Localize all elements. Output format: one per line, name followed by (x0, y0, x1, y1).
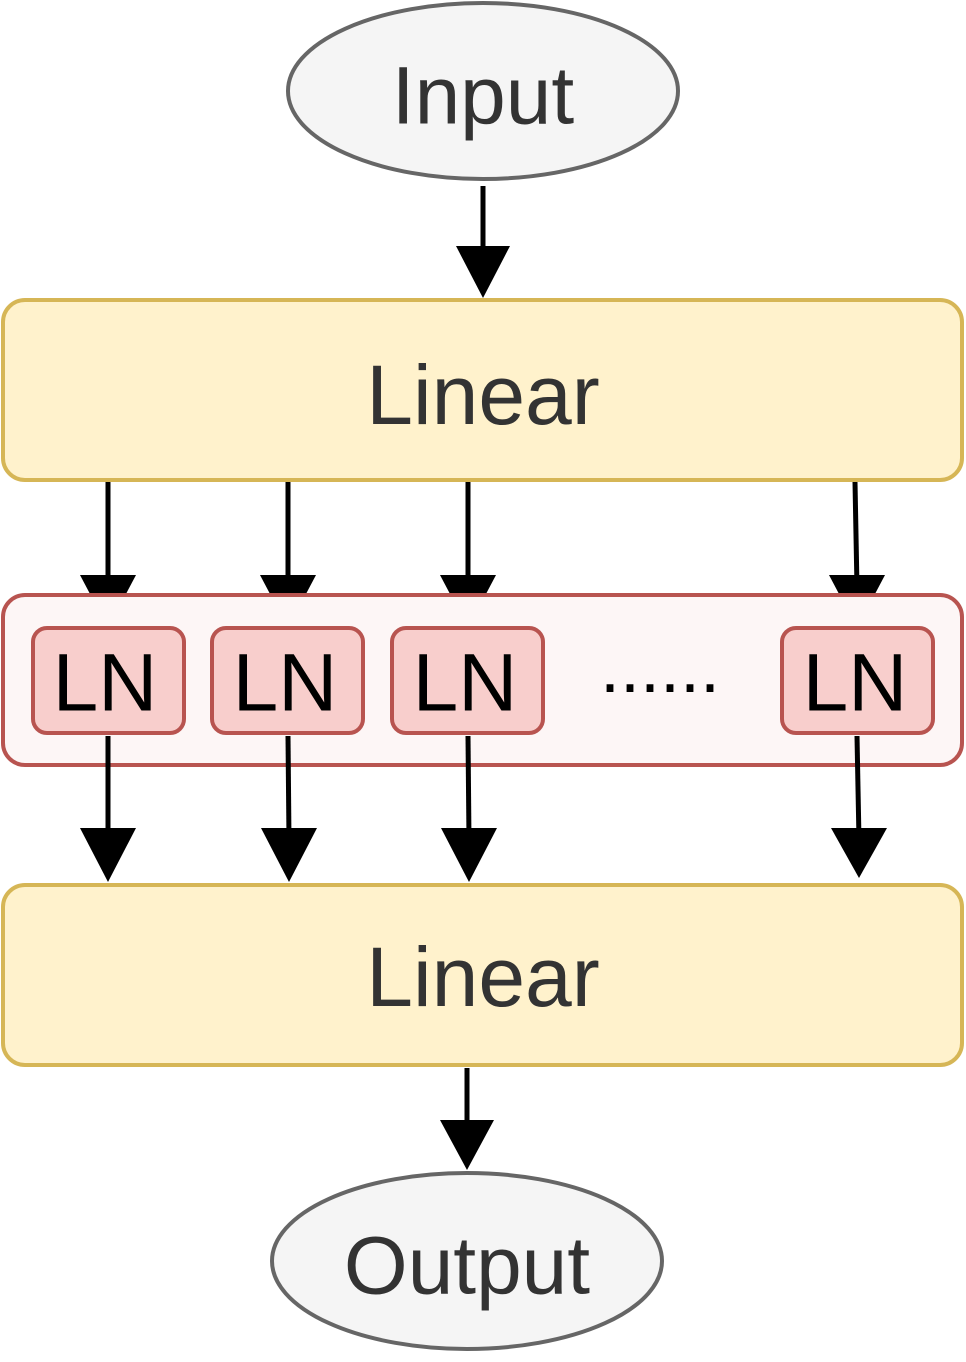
ln-block-1: LN (31, 626, 186, 735)
ln-block-2: LN (210, 626, 365, 735)
input-node: Input (286, 1, 680, 181)
ln-block-box (210, 626, 365, 735)
linear-top-box (1, 298, 964, 482)
ln-block-box (780, 626, 935, 735)
linear-bottom-node: Linear (1, 883, 964, 1067)
arrow-ln-to-linear-3 (441, 735, 497, 882)
linear-bottom-label: Linear (366, 930, 600, 1024)
ln-block-box (31, 626, 186, 735)
arrow-ln-to-linear-1 (80, 736, 136, 882)
ln-ellipsis: ...... (600, 628, 720, 708)
ln-block-label: LN (233, 638, 338, 729)
input-label: Input (392, 51, 575, 142)
ln-block-label: LN (413, 638, 518, 729)
output-node: Output (270, 1171, 664, 1351)
arrow-ln-to-linear-4 (831, 735, 887, 878)
ln-block-box (390, 626, 545, 735)
input-ellipse (286, 1, 680, 181)
output-label: Output (344, 1221, 590, 1312)
output-ellipse (270, 1171, 664, 1351)
ln-block-3: LN (390, 626, 545, 735)
linear-top-node: Linear (1, 298, 964, 482)
linear-top-label: Linear (366, 348, 600, 442)
arrow-linear-to-output (440, 1068, 494, 1170)
ln-block-label: LN (53, 638, 158, 729)
arrow-ln-to-linear-2 (261, 735, 317, 882)
linear-bottom-box (1, 883, 964, 1067)
ln-block-label: LN (803, 638, 908, 729)
arrow-input-to-linear (456, 186, 510, 298)
ln-block-4: LN (780, 626, 935, 735)
